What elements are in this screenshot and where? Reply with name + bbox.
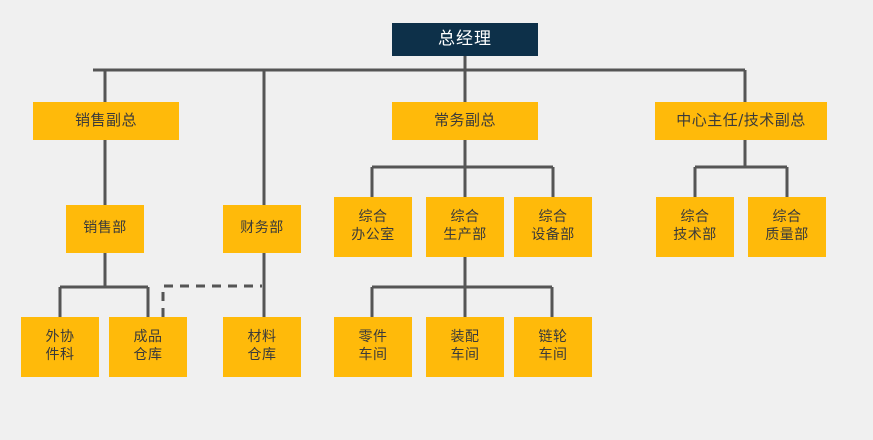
node-finished-goods-warehouse[interactable]: 成品 仓库 (109, 317, 187, 377)
node-assembly-workshop[interactable]: 装配 车间 (426, 317, 504, 377)
node-general-technology[interactable]: 综合 技术部 (656, 197, 734, 257)
node-label: 链轮 车间 (538, 329, 568, 363)
node-outsourced-parts[interactable]: 外协 件科 (21, 317, 99, 377)
node-exec-vp[interactable]: 常务副总 (392, 102, 538, 140)
node-label: 销售副总 (74, 111, 137, 130)
node-label: 综合 设备部 (531, 209, 575, 243)
node-label: 常务副总 (433, 111, 496, 130)
node-sales-dept[interactable]: 销售部 (66, 205, 144, 253)
node-general-quality[interactable]: 综合 质量部 (748, 197, 826, 257)
node-center-director[interactable]: 中心主任/技术副总 (655, 102, 827, 140)
node-label: 财务部 (240, 220, 284, 237)
node-label: 中心主任/技术副总 (676, 111, 806, 130)
node-label: 成品 仓库 (133, 329, 163, 363)
node-label: 零件 车间 (358, 329, 388, 363)
node-general-equipment[interactable]: 综合 设备部 (514, 197, 592, 257)
node-label: 综合 质量部 (765, 209, 809, 243)
node-general-office[interactable]: 综合 办公室 (334, 197, 412, 257)
node-label: 综合 生产部 (443, 209, 487, 243)
node-general-manager[interactable]: 总经理 (392, 23, 538, 56)
line-dashed-dotted-relationship (161, 284, 262, 317)
node-general-production[interactable]: 综合 生产部 (426, 197, 504, 257)
node-label: 外协 件科 (45, 329, 75, 363)
node-parts-workshop[interactable]: 零件 车间 (334, 317, 412, 377)
node-finance-dept[interactable]: 财务部 (223, 205, 301, 253)
node-label: 综合 办公室 (351, 209, 395, 243)
node-label: 销售部 (83, 220, 127, 237)
node-label: 总经理 (438, 28, 492, 49)
node-sales-vp[interactable]: 销售副总 (33, 102, 179, 140)
node-label: 材料 仓库 (247, 329, 277, 363)
node-material-warehouse[interactable]: 材料 仓库 (223, 317, 301, 377)
node-label: 综合 技术部 (673, 209, 717, 243)
node-label: 装配 车间 (450, 329, 480, 363)
node-sprocket-workshop[interactable]: 链轮 车间 (514, 317, 592, 377)
